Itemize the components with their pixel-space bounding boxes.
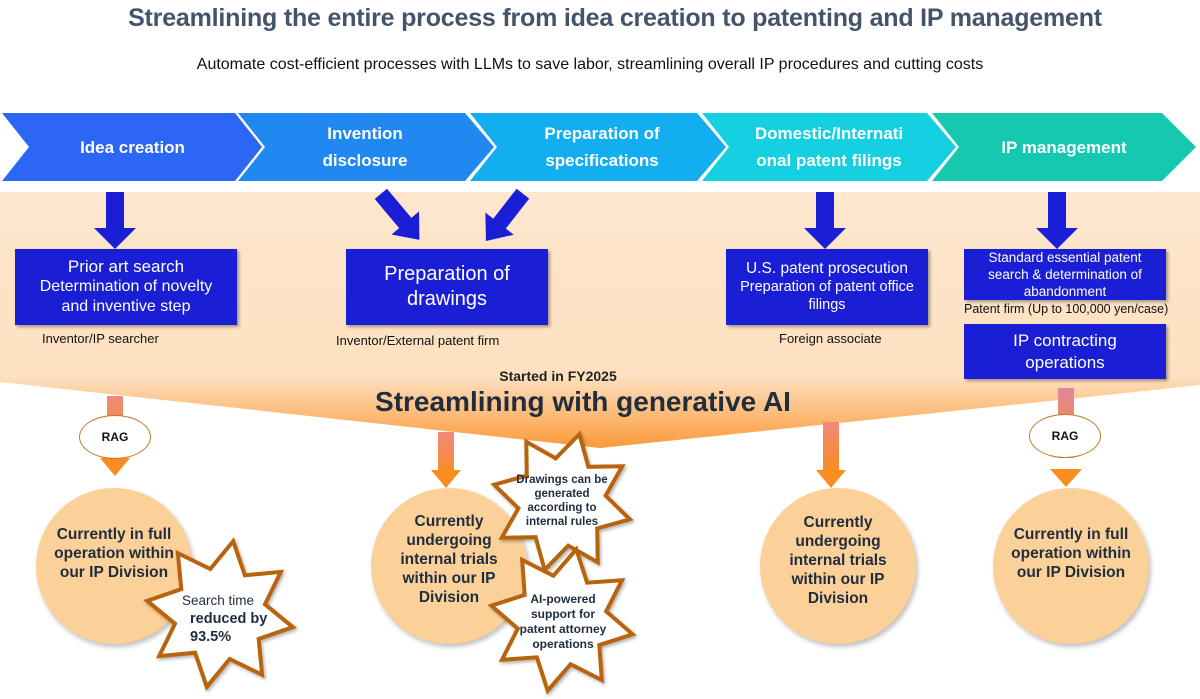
task-line: abandonment: [1023, 284, 1107, 299]
arrow-down-icon: [100, 458, 130, 476]
task-line: U.S. patent prosecution: [746, 260, 908, 277]
chevron-label-text: Preparation of: [544, 124, 660, 143]
chevron-patent-filings[interactable]: [702, 113, 956, 181]
outcome-line: Currently: [803, 513, 873, 531]
task-line: drawings: [406, 288, 488, 310]
chevron-label-specifications[interactable]: Preparation of specifications: [497, 113, 707, 181]
rag-badge: RAG: [1029, 414, 1101, 458]
arrow-down-icon: [431, 470, 461, 488]
task-line: operations: [1025, 352, 1105, 372]
callout-line: internal rules: [525, 516, 599, 528]
performer-label: Patent firm (Up to 100,000 yen/case): [964, 302, 1169, 316]
outcome-line: Currently in full: [1013, 525, 1129, 543]
outcome-line: undergoing: [795, 532, 881, 550]
outcome-line: Division: [807, 589, 869, 607]
task-line: and inventive step: [61, 298, 191, 315]
arrow-down-icon: [94, 192, 136, 249]
outcome-line: internal trials: [789, 551, 887, 569]
rag-badge: RAG: [79, 415, 151, 459]
task-line: Prior art search: [67, 257, 185, 276]
task-line: Preparation of patent office: [740, 279, 914, 295]
chevron-invention-disclosure[interactable]: [238, 113, 494, 181]
callout-line: generated: [534, 488, 590, 500]
page-subtitle: Automate cost-efficient processes with L…: [196, 56, 984, 73]
chevron-label-text: Invention: [327, 124, 403, 143]
callout-line: according to: [527, 502, 597, 514]
callout-line: AI-powered: [530, 592, 596, 606]
callout-drawings: Drawings can be generated according to i…: [512, 473, 612, 529]
callout-line: Drawings can be: [516, 474, 608, 486]
started-label: Started in FY2025: [499, 368, 617, 384]
outcome-us-prosecution: Currently undergoing internal trials wit…: [760, 488, 916, 644]
chevron-label-text: disclosure: [322, 151, 408, 170]
outcome-prior-art: Currently in full operation within our I…: [36, 488, 192, 644]
task-preparation-of-drawings[interactable]: Preparation of drawings: [346, 249, 548, 325]
task-prior-art-search[interactable]: Prior art search Determination of novelt…: [15, 249, 237, 325]
chevron-ip-management[interactable]: [932, 113, 1196, 181]
callout-line: support for: [531, 607, 595, 621]
callout-line: reduced by: [190, 611, 268, 627]
task-line: filings: [808, 297, 846, 313]
performer-label: Inventor/External patent firm: [336, 333, 500, 348]
outcome-line: Currently: [414, 512, 484, 530]
arrow-diagonal-icon: [374, 188, 420, 240]
chevron-idea-creation[interactable]: [2, 113, 262, 181]
chevron-label-text: specifications: [545, 151, 659, 170]
performer-label: Foreign associate: [779, 331, 882, 346]
chevron-specifications[interactable]: [470, 113, 726, 181]
arrow-down-icon: [1050, 469, 1082, 487]
callout-line: operations: [532, 637, 594, 651]
task-line: IP contracting: [1013, 330, 1117, 350]
callout-attorney: AI-powered support for patent attorney o…: [508, 592, 618, 652]
arrow-down-icon: [804, 192, 846, 249]
outcome-line: operation within: [54, 544, 174, 562]
page-title: Streamlining the entire process from ide…: [128, 4, 1102, 32]
outcome-line: Currently in full: [56, 525, 172, 543]
arrow-down-icon: [816, 470, 846, 488]
callout-line: Search time: [182, 593, 255, 608]
task-line: Determination of novelty: [39, 278, 213, 295]
outcome-drawings: Currently undergoing internal trials wit…: [371, 488, 527, 644]
outcome-line: our IP Division: [59, 563, 169, 581]
process-chevrons: [2, 113, 1196, 181]
task-line: Standard essential patent: [988, 250, 1142, 265]
task-line: search & determination of: [988, 267, 1142, 282]
callout-search-time: Search time reduced by 93.5%: [170, 592, 280, 646]
chevron-label-idea-creation[interactable]: Idea creation: [30, 113, 235, 181]
callout-line: patent attorney: [519, 622, 607, 636]
chevron-label-patent-filings[interactable]: Domestic/Internati onal patent filings: [729, 113, 929, 181]
outcome-line: Division: [418, 588, 480, 606]
arrow-down-icon: [1036, 192, 1078, 249]
blue-arrows: [94, 188, 1078, 249]
task-line: Preparation of: [384, 263, 510, 285]
outcome-line: our IP Division: [1016, 563, 1126, 581]
ai-headline: Streamlining with generative AI: [375, 386, 791, 417]
chevron-label-text: Idea creation: [80, 137, 185, 157]
chevron-label-text: onal patent filings: [756, 151, 902, 170]
chevron-label-text: IP management: [1001, 137, 1127, 157]
outcome-line: internal trials: [400, 550, 498, 568]
performer-label: Inventor/IP searcher: [42, 331, 159, 346]
arrow-diagonal-icon: [485, 188, 530, 241]
outcome-line: operation within: [1011, 544, 1131, 562]
callout-line: 93.5%: [190, 629, 232, 645]
chevron-label-invention-disclosure[interactable]: Invention disclosure: [265, 113, 465, 181]
outcome-line: undergoing: [406, 531, 492, 549]
task-ip-contracting[interactable]: IP contracting operations: [964, 324, 1166, 379]
outcome-ip-management: Currently in full operation within our I…: [993, 488, 1149, 644]
task-sep-search[interactable]: Standard essential patent search & deter…: [964, 249, 1166, 300]
task-us-patent-prosecution[interactable]: U.S. patent prosecution Preparation of p…: [726, 249, 928, 325]
chevron-label-text: Domestic/Internati: [754, 124, 904, 143]
outcome-line: within our IP: [402, 569, 496, 587]
chevron-label-ip-management[interactable]: IP management: [959, 113, 1169, 181]
outcome-line: within our IP: [791, 570, 885, 588]
